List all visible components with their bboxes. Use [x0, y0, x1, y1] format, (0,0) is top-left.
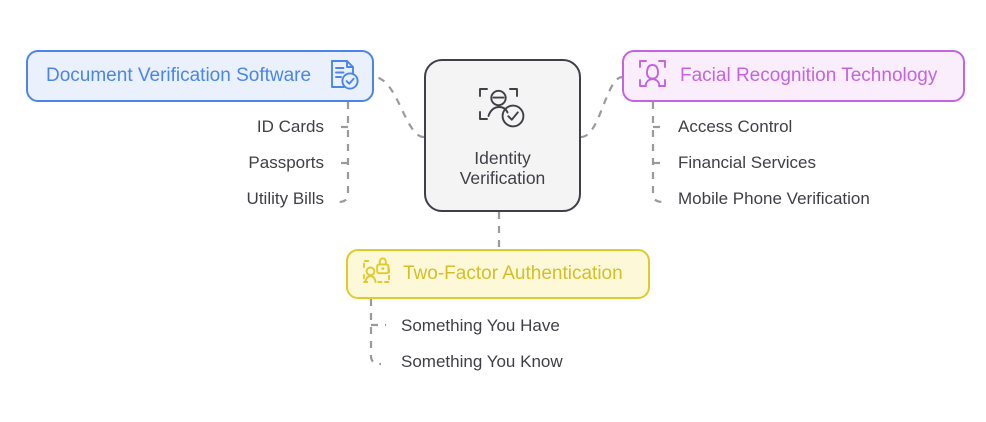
node-twofactor-label: Two-Factor Authentication [403, 263, 623, 285]
node-facial-label: Facial Recognition Technology [680, 65, 938, 87]
document-check-icon [326, 57, 360, 96]
edge-root-to-document [373, 75, 425, 139]
face-scan-icon [636, 57, 669, 95]
node-two-factor-authentication[interactable]: Two-Factor Authentication [346, 249, 650, 299]
leaf-facial-0[interactable]: Access Control [678, 117, 793, 136]
edge-root-to-facial [580, 75, 623, 139]
person-scan-check-icon [472, 83, 534, 138]
person-lock-icon [360, 255, 393, 293]
leaf-document-0[interactable]: ID Cards [256, 117, 324, 136]
edge-facial-trunk [651, 102, 664, 204]
leaf-document-2[interactable]: Utility Bills [246, 189, 324, 208]
node-document-verification-software[interactable]: Document Verification Software [26, 50, 374, 102]
leaf-twofactor-1[interactable]: Something You Know [401, 352, 563, 371]
leaf-facial-2[interactable]: Mobile Phone Verification [678, 189, 870, 208]
node-facial-recognition-technology[interactable]: Facial Recognition Technology [622, 50, 965, 102]
leaf-facial-1[interactable]: Financial Services [678, 153, 816, 172]
leaf-document-1[interactable]: Passports [248, 153, 324, 172]
node-document-label: Document Verification Software [46, 65, 312, 87]
edge-document-trunk [337, 102, 350, 204]
leaf-twofactor-0[interactable]: Something You Have [401, 316, 560, 335]
edge-twofactor-trunk [369, 299, 382, 366]
